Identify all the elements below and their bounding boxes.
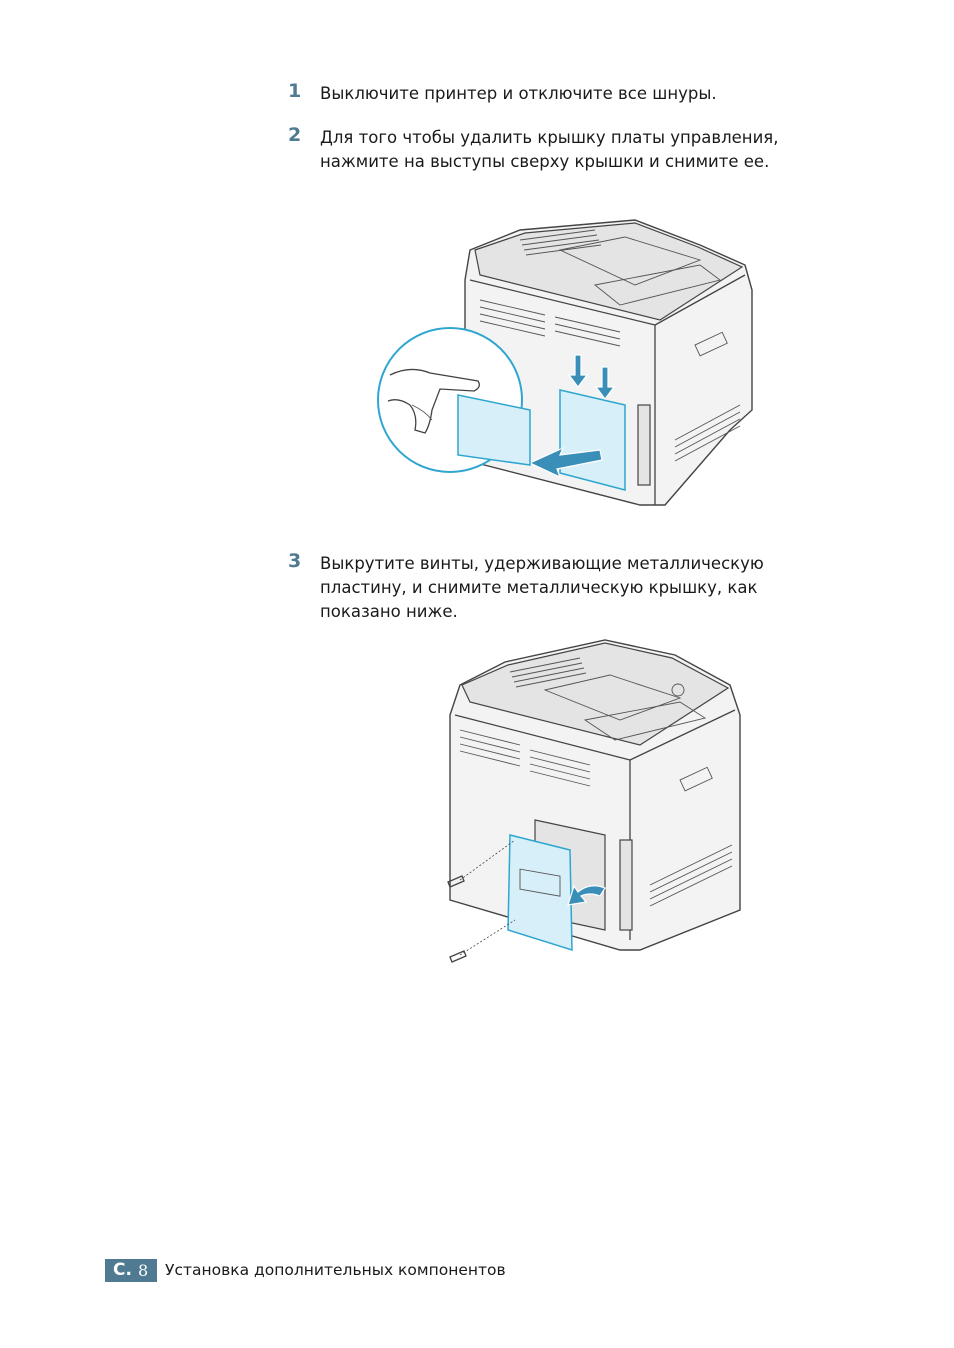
step-text: Выкрутите винты, удерживающие металличес… <box>320 554 764 621</box>
figure-remove-screws <box>447 639 741 963</box>
step-number: 3 <box>288 550 302 572</box>
appendix-letter: C. <box>113 1260 132 1280</box>
step-text: Выключите принтер и отключите все шнуры. <box>320 84 717 103</box>
step-number: 1 <box>288 80 302 102</box>
page-number: 8 <box>138 1261 149 1280</box>
step-number: 2 <box>288 124 302 146</box>
page-number-badge: C. 8 <box>105 1259 157 1282</box>
chapter-title: Установка дополнительных компонентов <box>165 1261 506 1279</box>
step-text: Для того чтобы удалить крышку платы упра… <box>320 128 779 171</box>
figure-remove-cover <box>377 219 753 506</box>
